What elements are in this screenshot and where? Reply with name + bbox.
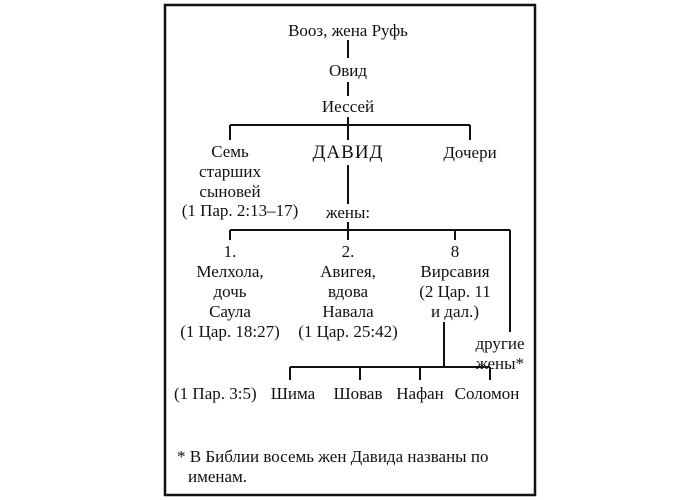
- wife-8-line3: (2 Цар. 11: [419, 282, 491, 301]
- son-shovav: Шовав: [333, 384, 383, 403]
- footnote-line1: * В Библии восемь жен Давида названы по: [177, 447, 489, 466]
- wife-2-ref: (1 Цар. 25:42): [298, 322, 398, 341]
- son-solomon: Соломон: [454, 384, 520, 403]
- node-iessei: Иессей: [321, 97, 375, 116]
- other-wives-line1: другие: [475, 334, 525, 353]
- node-ovid: Овид: [328, 61, 368, 80]
- node-daughters: Дочери: [443, 143, 497, 162]
- wife-1-ref: (1 Цар. 18:27): [180, 322, 280, 341]
- wife-8-line1: 8: [450, 242, 460, 261]
- footnote-line2: именам.: [188, 467, 248, 486]
- wife-1-line3: дочь: [213, 282, 247, 301]
- node-sons-line3: сыновей: [199, 182, 261, 201]
- wife-2-line3: вдова: [327, 282, 369, 301]
- wife-2-line2: Авигея,: [320, 262, 376, 281]
- sons-ref: (1 Пар. 3:5): [174, 384, 257, 403]
- wives-label: жены:: [325, 203, 371, 222]
- node-sons-ref: (1 Пар. 2:13–17): [181, 201, 299, 220]
- wife-1-line2: Мелхола,: [196, 262, 264, 281]
- wife-2-line4: Навала: [322, 302, 374, 321]
- node-root: Вооз, жена Руфь: [288, 21, 408, 40]
- node-sons-line1: Семь: [211, 142, 249, 161]
- node-david: ДАВИД: [312, 142, 384, 163]
- node-sons-line2: старших: [199, 162, 261, 181]
- wife-1-line4: Саула: [209, 302, 251, 321]
- diagram-frame: [163, 3, 537, 497]
- wife-8-line4: и дал.): [430, 302, 480, 321]
- wife-8-line2: Вирсавия: [420, 262, 490, 281]
- other-wives-line2: жены*: [475, 354, 525, 373]
- wife-2-line1: 2.: [341, 242, 355, 261]
- son-shima: Шима: [270, 384, 316, 403]
- wife-1-line1: 1.: [223, 242, 237, 261]
- son-nafan: Нафан: [396, 384, 444, 403]
